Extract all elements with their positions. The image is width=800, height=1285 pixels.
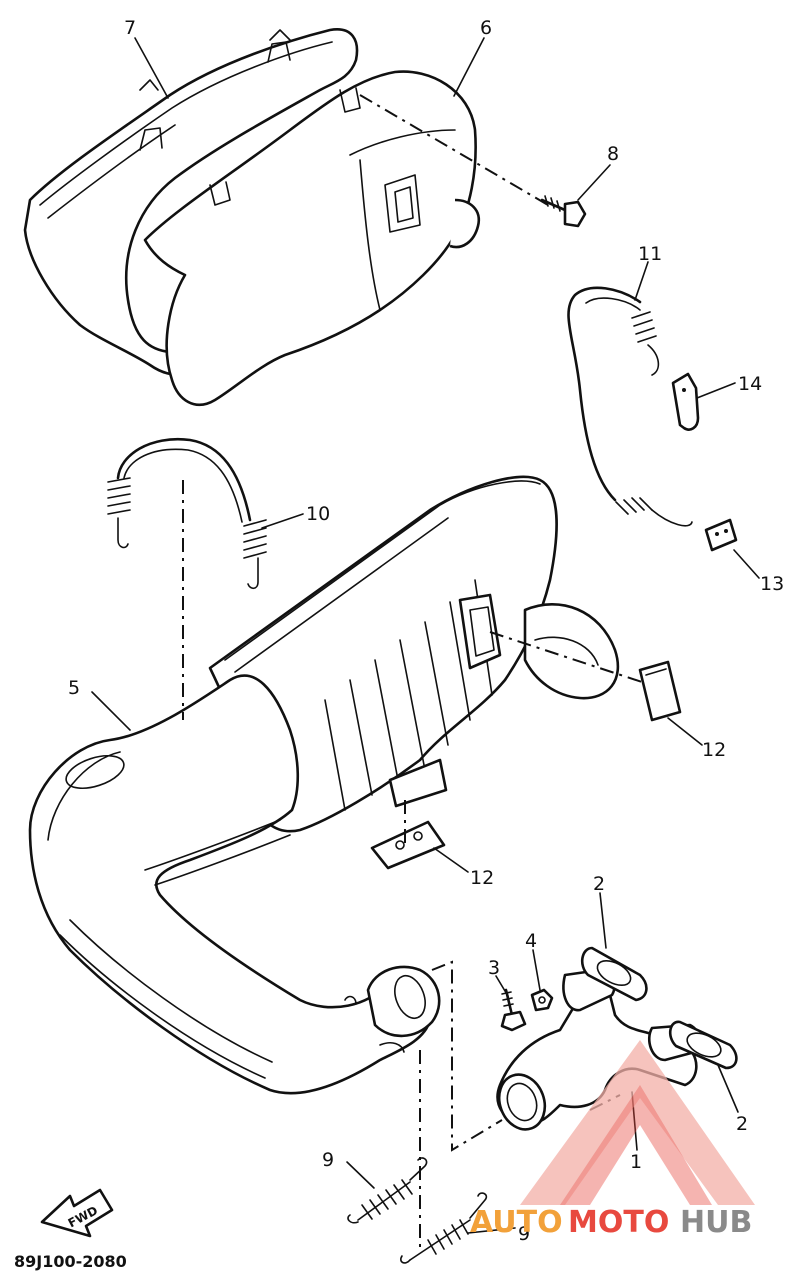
part-2-gasket-upper [580,946,648,1002]
callout-9-upper: 9 [322,1149,334,1171]
callout-3: 3 [488,957,500,979]
callout-9-lower: 9 [518,1223,530,1245]
part-12-lower-damper [370,820,446,870]
callout-14: 14 [738,373,762,395]
callout-12-upper: 12 [702,739,726,761]
callout-6: 6 [480,17,492,39]
part-1-exhaust-pipe [496,968,702,1131]
part-12-upper-damper [638,660,682,722]
part-13-damper [704,518,738,552]
callout-2-upper: 2 [593,873,605,895]
forward-direction-arrow: FWD [40,1188,114,1238]
watermark-moto: MOTO [568,1205,669,1240]
callout-13: 13 [760,573,784,595]
callout-12-lower: 12 [470,867,494,889]
watermark-auto: AUTO [470,1205,563,1240]
part-3-bolt [500,988,527,1032]
callout-5: 5 [68,677,80,699]
watermark-text: AUTO MOTO HUB [470,1205,752,1240]
watermark-hub: HUB [680,1205,752,1240]
part-2-gasket-lower [668,1020,738,1070]
callout-8: 8 [607,143,619,165]
part-4-nut [530,988,554,1012]
part-14-bracket [671,372,700,431]
callout-2-lower: 2 [736,1113,748,1135]
watermark-logo [520,1040,755,1205]
part-10-spring [107,437,267,590]
callout-10: 10 [306,503,330,525]
callout-labels: 7 6 8 11 14 13 10 5 12 12 2 4 3 2 1 9 9 [68,17,784,1245]
callout-1: 1 [630,1151,642,1173]
part-9-spring-lower [400,1192,488,1264]
part-5-muffler [28,475,620,1095]
callout-4: 4 [525,930,537,952]
diagram-code: 89J100-2080 [14,1252,127,1271]
part-6-inner-heat-shield [143,70,481,406]
part-11-long-spring [567,286,693,527]
assembly-center-lines [182,94,643,1250]
leader-lines [91,37,760,1234]
part-7-outer-heat-shield [23,28,359,376]
callout-7: 7 [124,17,136,39]
callout-11: 11 [638,243,662,265]
part-9-spring-upper [347,1157,428,1224]
part-8-bolt [540,195,587,228]
